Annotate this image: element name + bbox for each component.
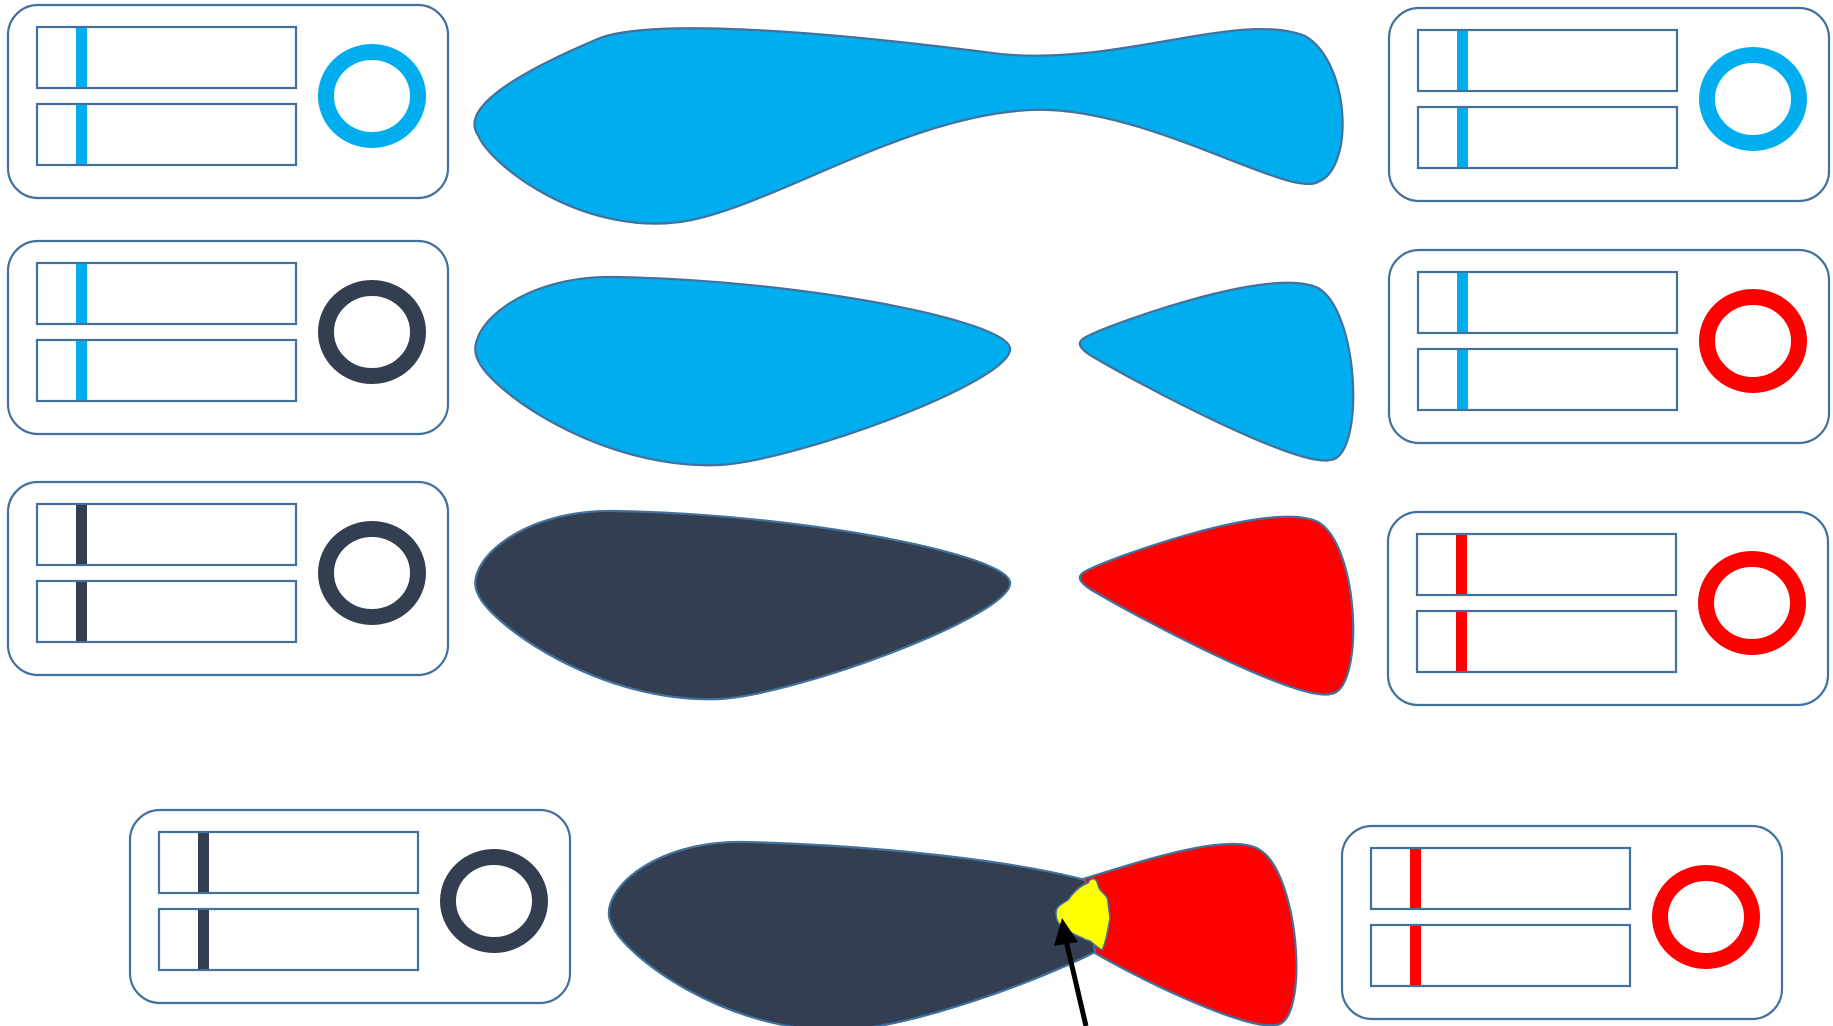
- left-lobe-stage-2: [475, 277, 1010, 465]
- right-panel-stage-3: [1388, 512, 1828, 705]
- slider-marker: [1410, 849, 1421, 908]
- right-lobe-stage-4: [1080, 844, 1296, 1025]
- slider-marker: [76, 341, 87, 400]
- left-lobe-stage-3: [475, 511, 1010, 699]
- slider-field: [37, 581, 296, 642]
- slider-field: [1418, 30, 1677, 91]
- left-panel-stage-2: [8, 241, 448, 434]
- left-panel-stage-1: [8, 5, 448, 198]
- slider-marker: [1410, 926, 1421, 985]
- slider-marker: [198, 833, 209, 892]
- left-panel-stage-3: [8, 482, 448, 675]
- left-panel-stage-4: [130, 810, 570, 1003]
- slider-field: [159, 832, 418, 893]
- left-lobe-stage-4: [609, 842, 1095, 1026]
- slider-field: [37, 27, 296, 88]
- slider-marker: [198, 910, 209, 969]
- slider-marker: [1456, 535, 1467, 594]
- shapes-layer: [474, 28, 1353, 1026]
- slider-field: [1417, 534, 1676, 595]
- slider-marker: [1457, 273, 1468, 332]
- right-panel-stage-2: [1389, 250, 1829, 443]
- slider-marker: [1457, 108, 1468, 167]
- slider-field: [1417, 611, 1676, 672]
- joined-shape-stage-1: [474, 28, 1342, 223]
- slider-field: [1371, 925, 1630, 986]
- slider-field: [1418, 272, 1677, 333]
- slider-marker: [76, 505, 87, 564]
- slider-field: [37, 263, 296, 324]
- slider-field: [37, 104, 296, 165]
- slider-marker: [1457, 31, 1468, 90]
- right-lobe-stage-2: [1080, 283, 1353, 461]
- slider-marker: [76, 28, 87, 87]
- slider-marker: [76, 105, 87, 164]
- right-lobe-stage-3: [1080, 517, 1353, 695]
- slider-marker: [1456, 612, 1467, 671]
- right-panel-stage-4: [1342, 826, 1782, 1019]
- right-panel-stage-1: [1389, 8, 1829, 201]
- slider-field: [159, 909, 418, 970]
- slider-field: [1418, 107, 1677, 168]
- slider-marker: [76, 264, 87, 323]
- slider-marker: [1457, 350, 1468, 409]
- slider-field: [37, 340, 296, 401]
- slider-marker: [76, 582, 87, 641]
- slider-field: [1371, 848, 1630, 909]
- slider-field: [1418, 349, 1677, 410]
- slider-field: [37, 504, 296, 565]
